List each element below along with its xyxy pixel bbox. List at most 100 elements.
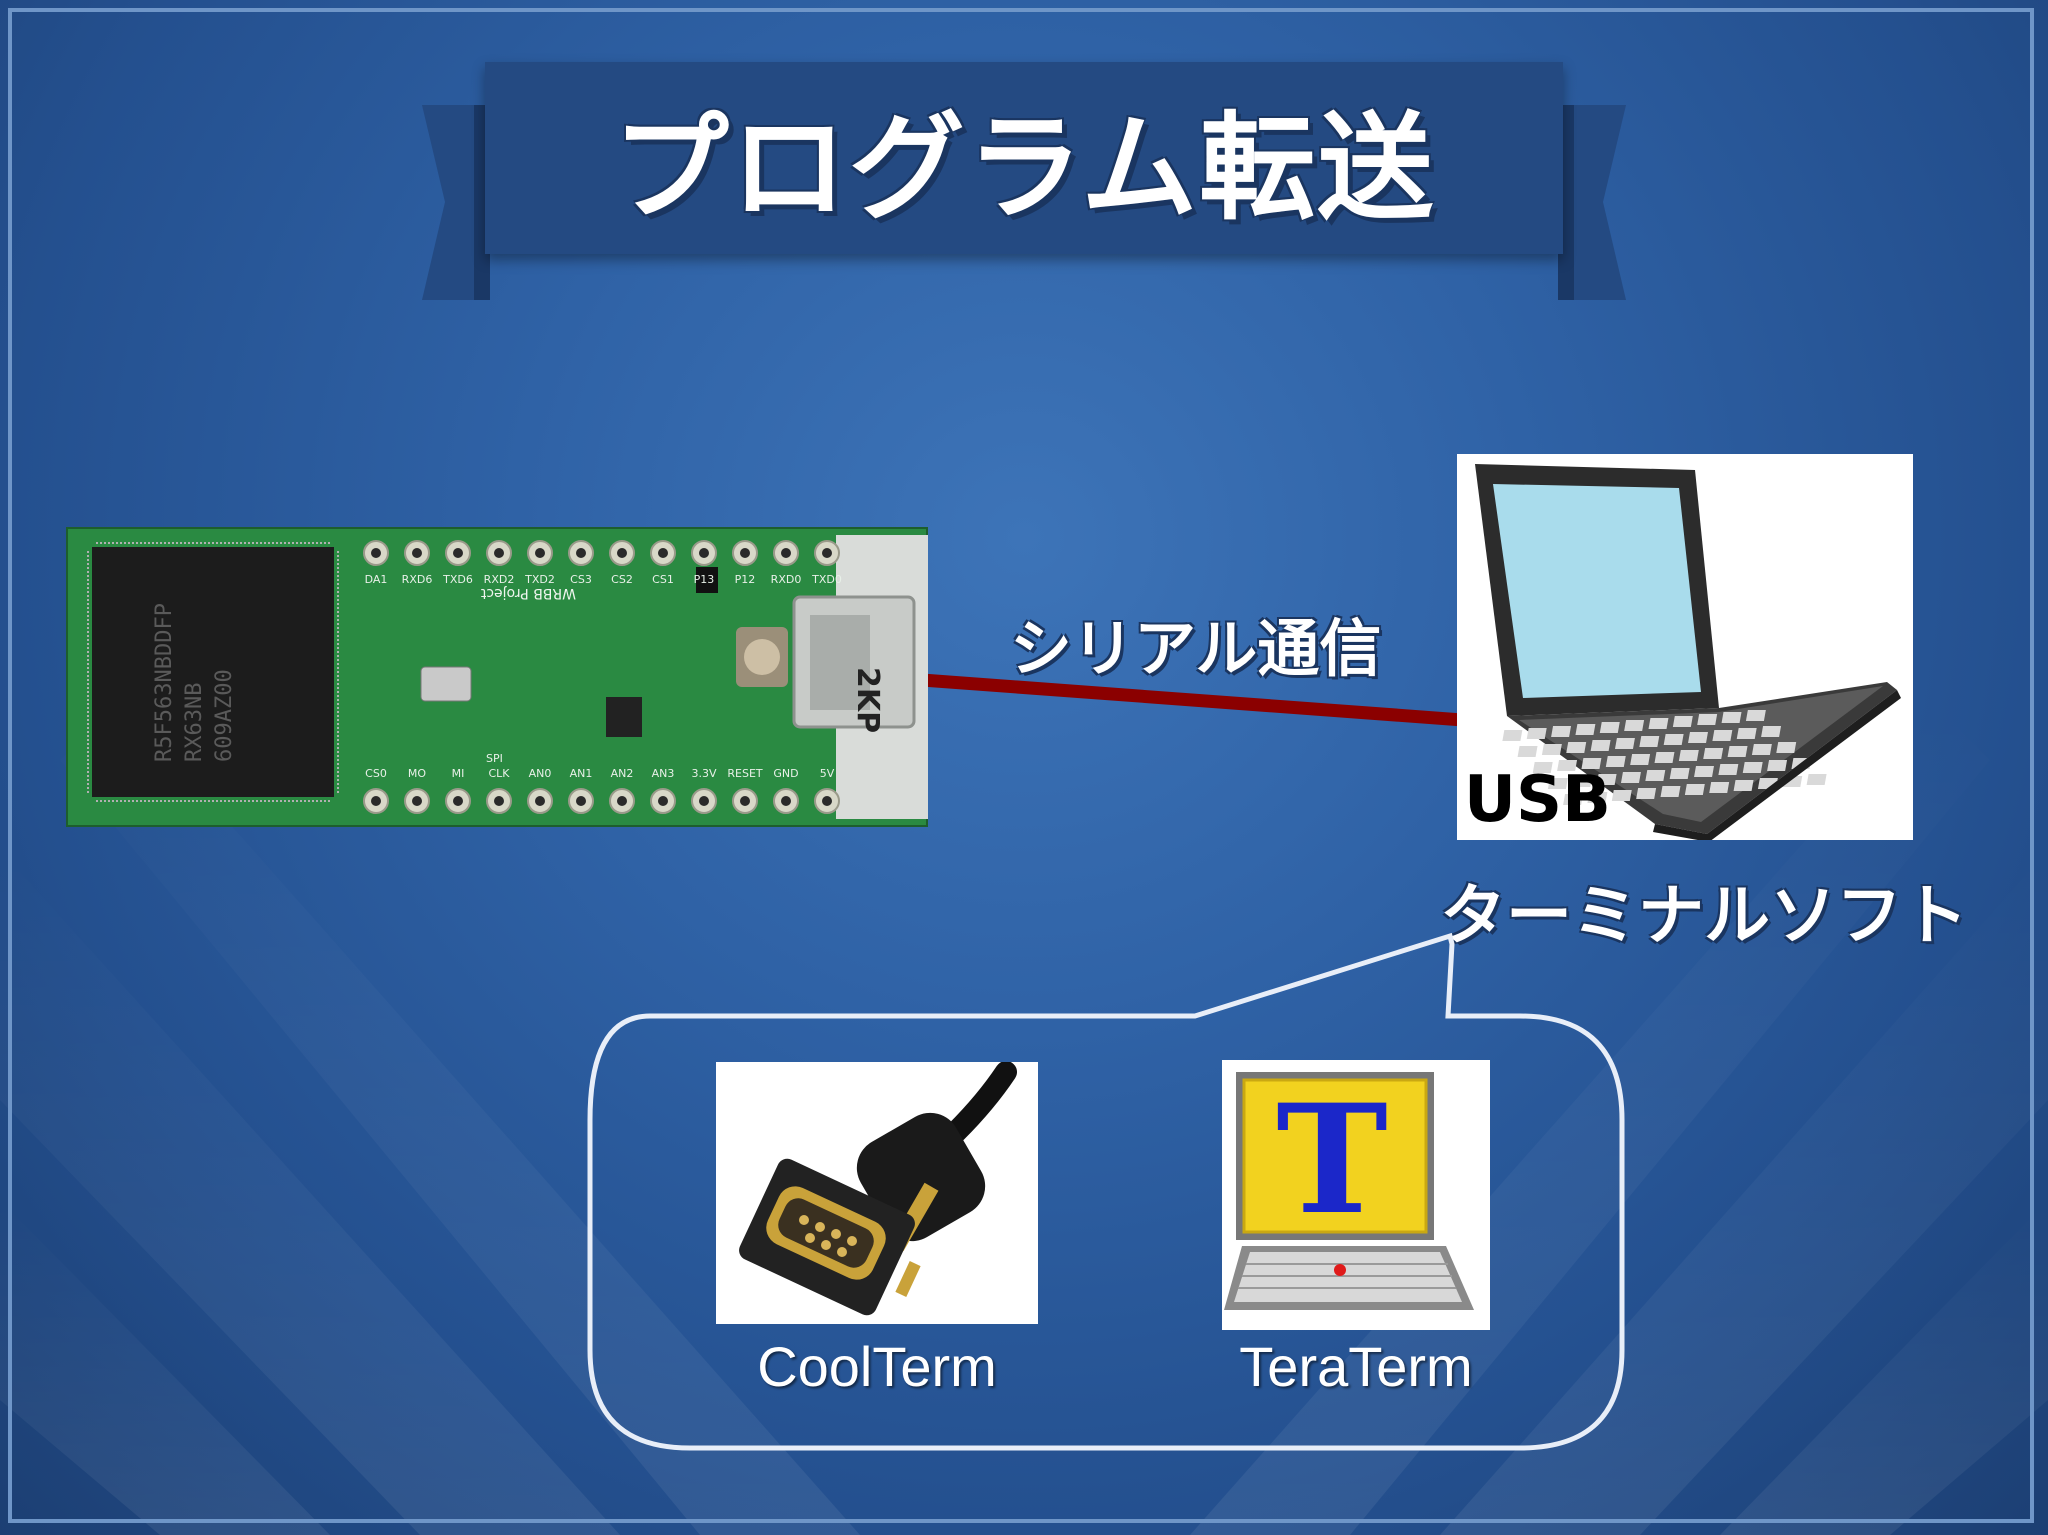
laptop-key bbox=[1563, 794, 1584, 805]
serial-connector-icon bbox=[739, 1061, 1017, 1316]
laptop-key bbox=[1620, 772, 1641, 783]
bottom-pin-hole bbox=[699, 796, 709, 806]
top-pin-label: RXD6 bbox=[402, 573, 433, 586]
bottom-pin-label: CS0 bbox=[365, 767, 387, 780]
top-pin-label: TXD0 bbox=[811, 573, 842, 586]
laptop-key bbox=[1684, 784, 1705, 795]
connector-label: 2KP bbox=[850, 667, 885, 733]
laptop-key bbox=[1590, 740, 1611, 751]
terminal-software-label: ターミナルソフト bbox=[1440, 877, 1968, 954]
coolterm-label: CoolTerm bbox=[757, 1335, 997, 1398]
laptop-key bbox=[1605, 756, 1626, 767]
laptop-key bbox=[1736, 728, 1757, 739]
top-pin-hole bbox=[535, 548, 545, 558]
laptop-key bbox=[1742, 762, 1763, 773]
bottom-pin-label: AN2 bbox=[611, 767, 634, 780]
top-pin-hole bbox=[371, 548, 381, 558]
laptop-key bbox=[1709, 782, 1730, 793]
laptop-key bbox=[1678, 750, 1699, 761]
bottom-pin-hole bbox=[453, 796, 463, 806]
teraterm-card[interactable]: T bbox=[1222, 1060, 1490, 1330]
bottom-pin-label: GND bbox=[773, 767, 798, 780]
top-pin-hole bbox=[453, 548, 463, 558]
title-banner: プログラム転送 bbox=[485, 62, 1563, 254]
laptop-key bbox=[1703, 748, 1724, 759]
laptop-key bbox=[1745, 710, 1766, 721]
bottom-pin-hole bbox=[535, 796, 545, 806]
laptop-key bbox=[1672, 716, 1693, 727]
top-pin-hole bbox=[740, 548, 750, 558]
laptop-key bbox=[1751, 744, 1772, 755]
laptop-key bbox=[1648, 718, 1669, 729]
laptop-key bbox=[1663, 734, 1684, 745]
top-pin-label: RXD2 bbox=[484, 573, 515, 586]
bottom-pin-label: RESET bbox=[727, 767, 763, 780]
bottom-pin-label: AN1 bbox=[570, 767, 593, 780]
chip-line-2: RX63NB bbox=[182, 683, 207, 762]
teraterm-label: TeraTerm bbox=[1239, 1335, 1473, 1398]
serial-communication-label: シリアル通信 bbox=[1010, 612, 1382, 685]
bottom-pin-hole bbox=[781, 796, 791, 806]
laptop-key bbox=[1624, 720, 1645, 731]
bottom-pin-hole bbox=[576, 796, 586, 806]
top-pin-label: DA1 bbox=[365, 573, 388, 586]
top-pin-hole bbox=[699, 548, 709, 558]
laptop-key bbox=[1645, 770, 1666, 781]
laptop-key bbox=[1630, 754, 1651, 765]
top-pin-label: P13 bbox=[694, 573, 715, 586]
laptop-key bbox=[1596, 774, 1617, 785]
laptop-key bbox=[1551, 726, 1572, 737]
top-pin-hole bbox=[494, 548, 504, 558]
laptop-key bbox=[1547, 778, 1568, 789]
laptop-icon bbox=[1475, 464, 1901, 842]
bottom-pin-hole bbox=[658, 796, 668, 806]
top-pin-label: P12 bbox=[735, 573, 756, 586]
top-pin-hole bbox=[412, 548, 422, 558]
bottom-pin-label: 5V bbox=[820, 767, 835, 780]
bottom-pin-label: 3.3V bbox=[691, 767, 716, 780]
bottom-pin-label: AN3 bbox=[652, 767, 675, 780]
laptop-key bbox=[1611, 790, 1632, 801]
spi-label: SPI bbox=[486, 752, 503, 765]
chip-line-3: 609AZ00 bbox=[212, 669, 237, 762]
board-name: WRBB Project bbox=[480, 585, 576, 601]
top-pin-label: TXD6 bbox=[442, 573, 473, 586]
laptop-key bbox=[1541, 744, 1562, 755]
usb-port-label: USB bbox=[1464, 763, 1611, 837]
bottom-pin-hole bbox=[412, 796, 422, 806]
chip-line-1: R5F563NBDDFP bbox=[152, 603, 177, 762]
gr-citrus-board-image: 2KP R5F563NBDDFP RX63NB 609AZ00 WRBB Pro… bbox=[66, 527, 928, 827]
laptop-key bbox=[1718, 764, 1739, 775]
laptop-key bbox=[1572, 776, 1593, 787]
laptop-key bbox=[1636, 788, 1657, 799]
bottom-pin-label: AN0 bbox=[529, 767, 552, 780]
laptop-key bbox=[1697, 714, 1718, 725]
laptop-key bbox=[1502, 730, 1523, 741]
page-title: プログラム転送 bbox=[612, 101, 1436, 236]
bottom-pin-hole bbox=[617, 796, 627, 806]
laptop-key bbox=[1614, 738, 1635, 749]
laptop-key bbox=[1712, 730, 1733, 741]
laptop-key bbox=[1688, 732, 1708, 743]
laptop-key bbox=[1721, 712, 1742, 723]
laptop-key bbox=[1767, 760, 1788, 771]
top-pin-label: TXD2 bbox=[524, 573, 555, 586]
laptop-card bbox=[1457, 454, 1913, 842]
coolterm-card[interactable] bbox=[716, 1061, 1038, 1324]
laptop-keyboard bbox=[1502, 710, 1827, 805]
laptop-key bbox=[1776, 742, 1797, 753]
top-pin-label: CS1 bbox=[652, 573, 674, 586]
laptop-key bbox=[1557, 760, 1578, 771]
top-pin-hole bbox=[617, 548, 627, 558]
top-pin-hole bbox=[781, 548, 791, 558]
laptop-key bbox=[1581, 758, 1602, 769]
laptop-key bbox=[1727, 746, 1748, 757]
laptop-key bbox=[1587, 792, 1608, 803]
bottom-pin-label: CLK bbox=[488, 767, 510, 780]
laptop-key bbox=[1566, 742, 1587, 753]
